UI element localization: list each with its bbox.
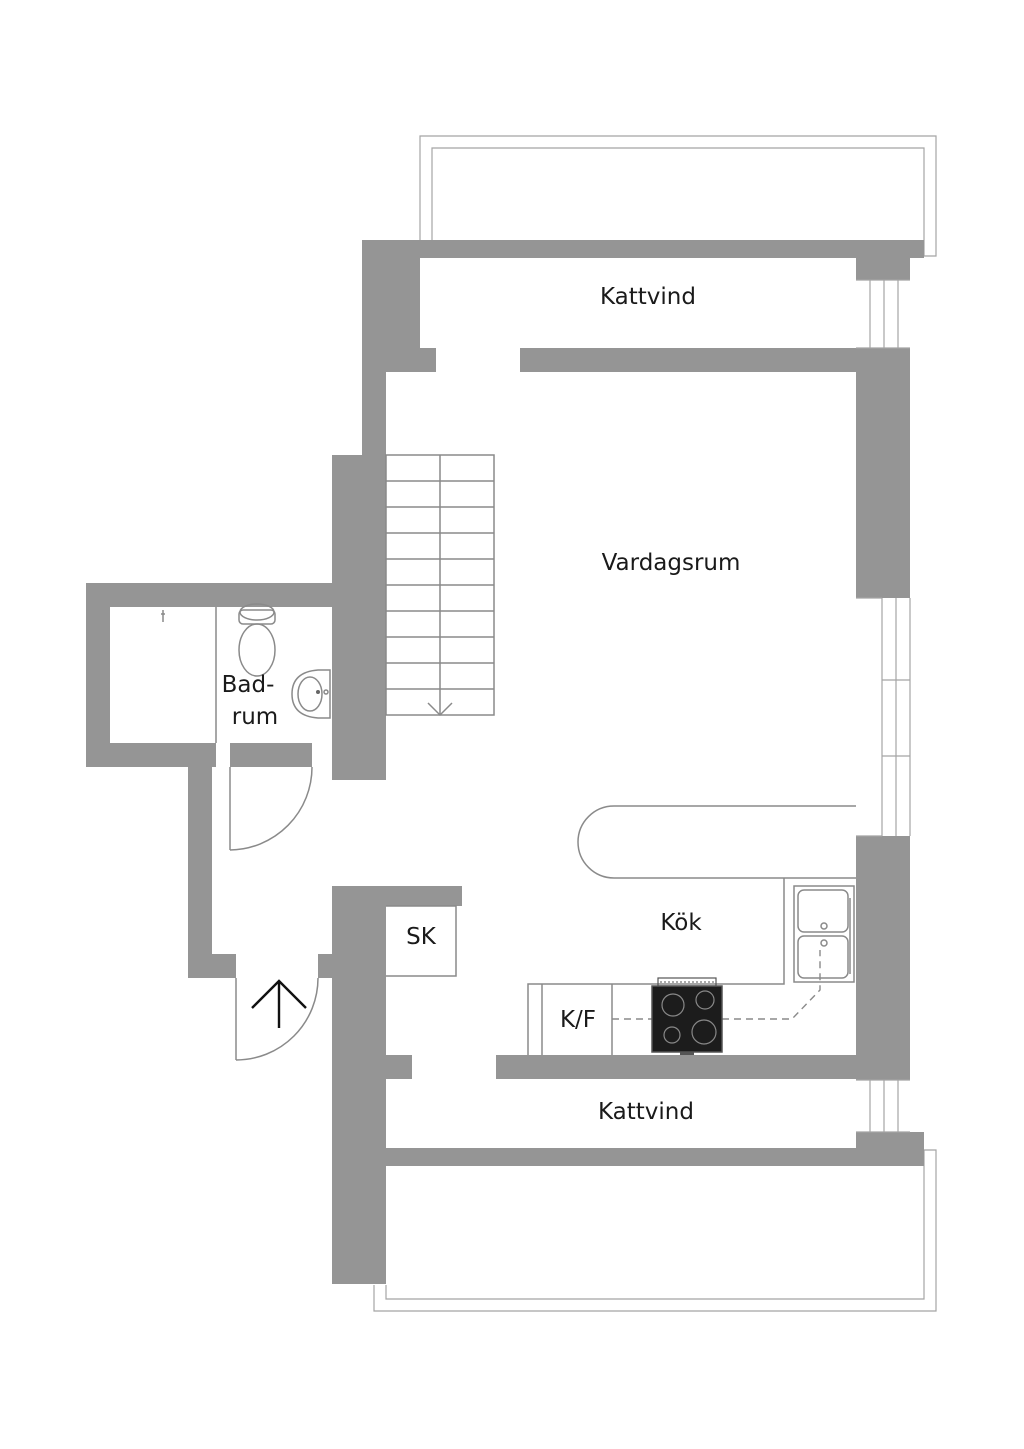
window-top-right	[856, 279, 910, 349]
room-label-kattvind-bottom: Kattvind	[598, 1099, 694, 1126]
room-label-badrum-line1: Bad-	[221, 672, 275, 699]
room-label-badrum-line2: rum	[231, 704, 279, 731]
entrance-door[interactable]	[235, 977, 319, 1061]
double-sink-icon	[793, 885, 855, 983]
window-bottom-right	[856, 1079, 910, 1133]
room-label-kf: K/F	[559, 1007, 597, 1034]
shower-icon	[161, 610, 165, 622]
stove-icon	[651, 977, 723, 1055]
sink-icon	[291, 669, 331, 719]
kitchen-island	[577, 805, 856, 879]
bathroom-door[interactable]	[229, 766, 313, 851]
balcony-top	[419, 135, 937, 257]
walls	[86, 240, 924, 1284]
room-label-vardagsrum: Vardagsrum	[601, 550, 741, 577]
balcony-bottom	[373, 1149, 937, 1312]
closet-sk	[386, 905, 457, 977]
window-right	[856, 597, 911, 837]
staircase	[385, 454, 495, 717]
kitchen-counter	[527, 878, 821, 1055]
bathroom	[161, 603, 331, 743]
entrance-arrow-icon	[251, 979, 307, 1028]
room-label-kattvind-top: Kattvind	[600, 284, 696, 311]
room-label-kok: Kök	[660, 910, 702, 937]
room-label-sk: SK	[406, 924, 436, 951]
toilet-icon	[238, 603, 276, 677]
